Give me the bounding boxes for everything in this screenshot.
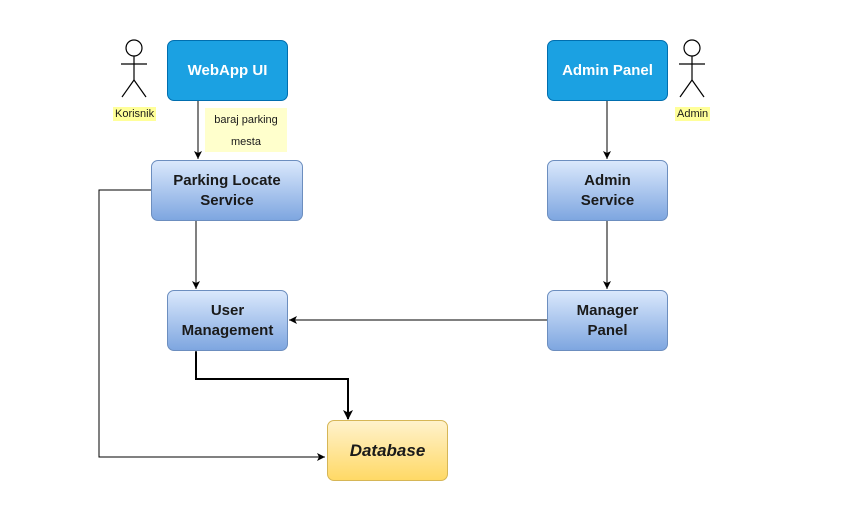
user-actor-label: Korisnik	[113, 107, 157, 121]
parking-locate-service-node[interactable]: Parking Locate Service	[151, 160, 303, 221]
admin-service-node[interactable]: Admin Service	[547, 160, 668, 221]
edge-label-search-parking: baraj parking mesta	[205, 108, 287, 152]
edge-parking-to-database	[98, 189, 325, 461]
user-management-node[interactable]: User Management	[167, 290, 288, 351]
user-actor-icon	[121, 39, 147, 98]
admin-actor-label: Admin	[675, 107, 711, 121]
database-node[interactable]: Database	[327, 420, 448, 481]
webapp-ui-node[interactable]: WebApp UI	[167, 40, 288, 101]
edge-usermgmt-database-bidirectional	[191, 343, 353, 420]
manager-panel-node[interactable]: Manager Panel	[547, 290, 668, 351]
admin-panel-node[interactable]: Admin Panel	[547, 40, 668, 101]
admin-actor-icon	[679, 39, 705, 98]
